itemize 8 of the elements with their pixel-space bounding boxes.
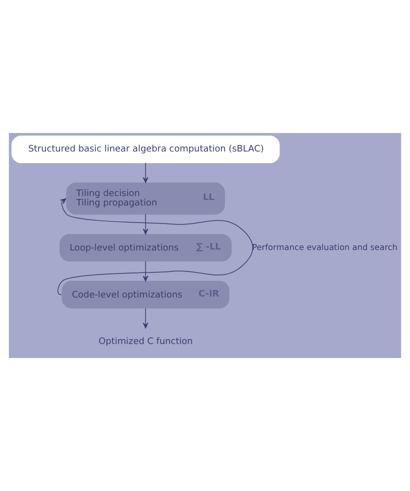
arrow: [142, 308, 148, 328]
arrow: [142, 214, 148, 234]
arrow: [142, 162, 148, 183]
arrow: [58, 198, 254, 296]
arrow: [142, 261, 148, 282]
node-text: Optimized C function: [98, 336, 193, 347]
node-box: Structured basic linear algebra computation (sBLAC): [11, 136, 280, 164]
edge-label: Performance evaluation and search: [252, 242, 398, 252]
